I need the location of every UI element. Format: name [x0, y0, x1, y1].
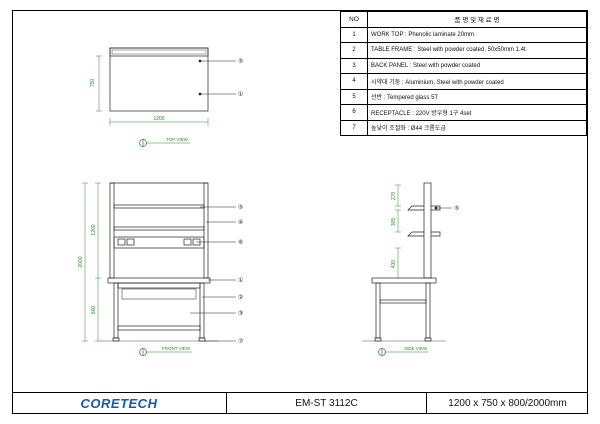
left-post [109, 182, 115, 279]
table-leg-left [113, 282, 119, 339]
top-view-shelf [109, 47, 209, 57]
receptacle-icon [126, 238, 135, 246]
callout-6-front: ⑥ [238, 239, 243, 246]
bottom-rail [117, 325, 201, 331]
callout-1-front: ① [238, 277, 243, 284]
front-lower-dim: 800 [91, 306, 97, 315]
side-dim-top: 270 [391, 192, 397, 201]
leader-dot [198, 92, 202, 96]
right-post [203, 182, 209, 279]
side-view [362, 182, 452, 356]
top-view-outline [109, 47, 209, 112]
company-logo: CORETECH [80, 396, 158, 411]
drawing-frame [12, 10, 588, 414]
work-top [107, 277, 211, 284]
top-view [96, 47, 236, 147]
table-leg-right [199, 282, 205, 339]
foot-left [112, 337, 120, 342]
receptacle-rail [113, 236, 205, 249]
top-view-width-dim: 1200 [153, 116, 164, 122]
title-block-company-cell: CORETECH [12, 393, 227, 414]
top-view-shelf-inner [111, 49, 207, 55]
callout-1-top: ① [238, 91, 243, 98]
side-rail [379, 299, 427, 304]
side-shelf-lower [407, 231, 424, 237]
side-work-top [371, 277, 437, 284]
title-block-model: EM-ST 3112C [227, 393, 427, 414]
front-view-title: FRONT VIEW [162, 346, 191, 351]
side-view-title: SIDE VIEW [404, 346, 428, 351]
side-post [423, 182, 432, 279]
back-panel [121, 288, 197, 300]
callout-5-front: ⑤ [238, 204, 243, 211]
row-text: 높낮이 조절좌 : Ø44 크롬도금 [367, 119, 587, 136]
top-rail [117, 282, 201, 289]
top-view-title: TOP VIEW [166, 137, 189, 142]
side-dim-mid: 305 [391, 218, 397, 227]
side-leg-back [425, 282, 431, 339]
front-view [82, 182, 236, 356]
callout-7-front: ⑦ [238, 338, 243, 345]
receptacle-icon [183, 238, 192, 246]
front-total-height-dim: 2000 [78, 256, 84, 267]
title-block: CORETECH EM-ST 3112C 1200 x 750 x 800/20… [12, 392, 588, 414]
receptacle-icon [117, 238, 126, 246]
side-shelf-upper [407, 205, 424, 211]
front-upper-dim: 1200 [91, 224, 97, 235]
callout-2-front: ② [238, 294, 243, 301]
leader-dot [198, 59, 202, 63]
upper-shelf [113, 204, 205, 209]
callout-3-front: ③ [238, 310, 243, 317]
foot-right [198, 337, 206, 342]
callout-5-side: ⑤ [454, 205, 459, 212]
side-dim-low: 430 [391, 260, 397, 269]
top-view-depth-dim: 750 [90, 79, 96, 88]
title-block-size: 1200 x 750 x 800/2000mm [448, 398, 567, 409]
callout-5-top: ⑤ [238, 58, 243, 65]
lower-shelf [113, 226, 205, 231]
callout-4-front: ④ [238, 219, 243, 226]
side-leg-front [375, 282, 381, 339]
